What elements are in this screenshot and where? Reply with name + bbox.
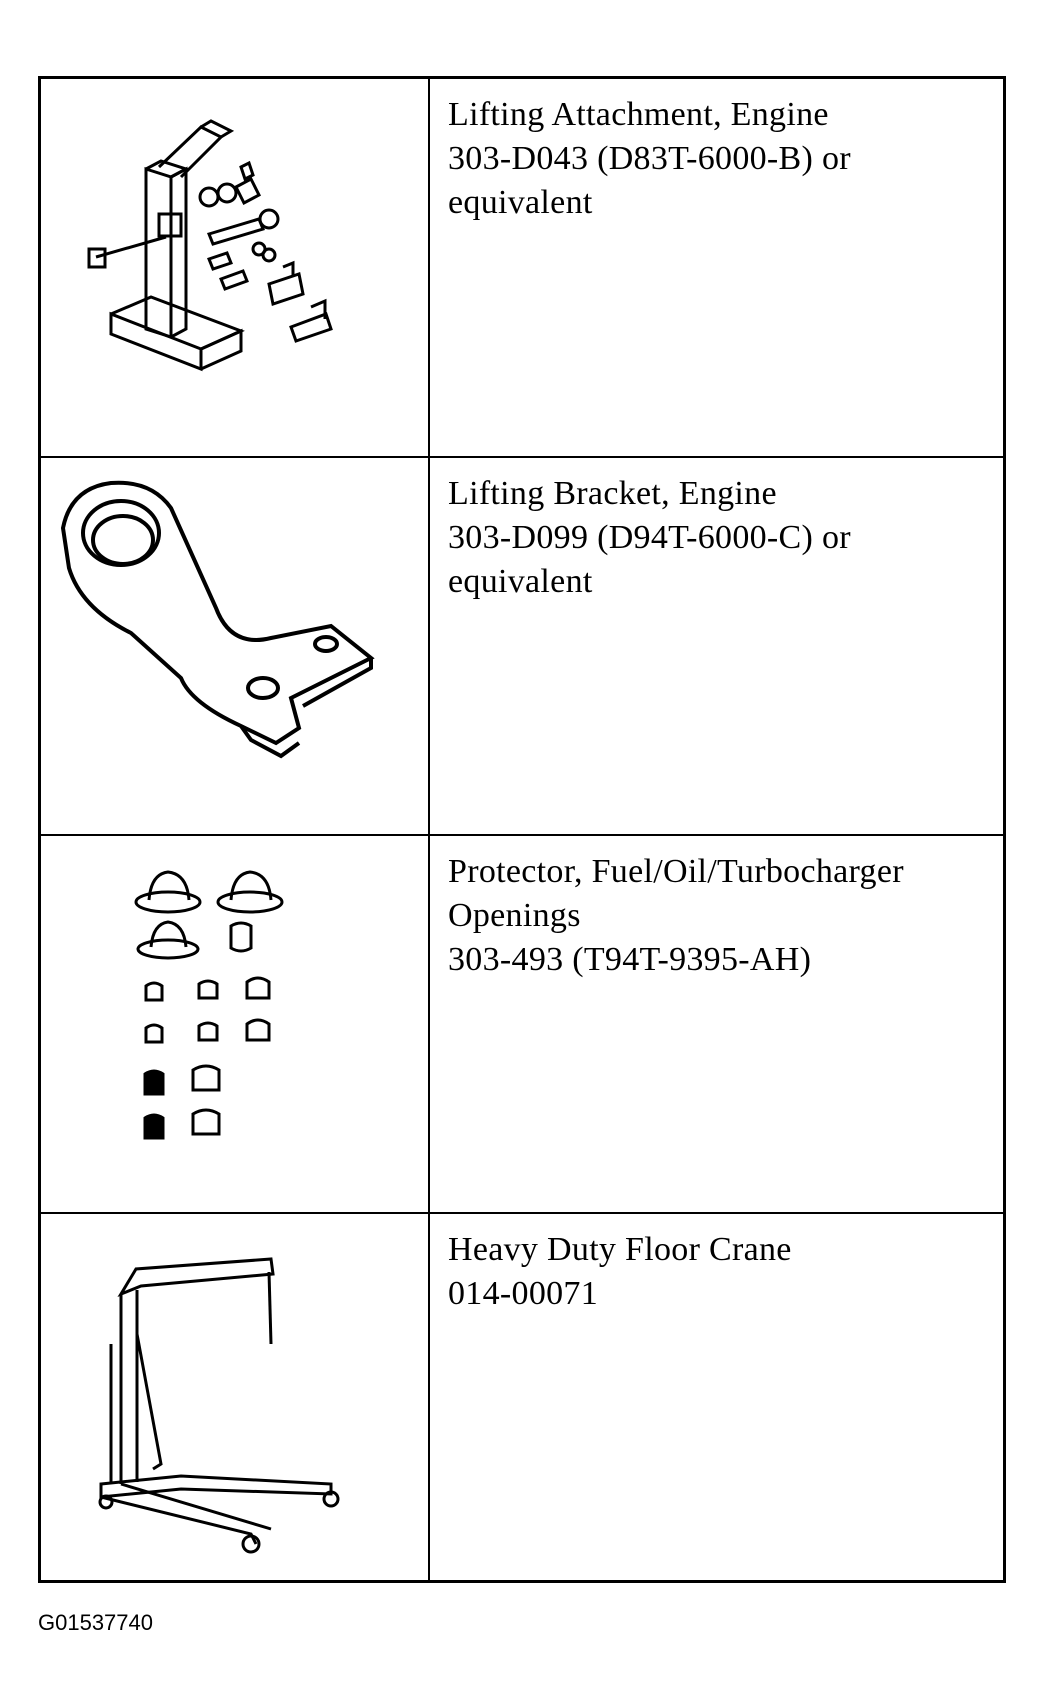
tool-name: Heavy Duty Floor Crane xyxy=(448,1231,792,1268)
tool-note: equivalent xyxy=(448,563,593,600)
tool-illustration-cell xyxy=(41,1214,430,1580)
tool-illustration-cell xyxy=(41,79,430,458)
engine-lifting-attachment-icon xyxy=(87,119,333,372)
special-tools-table: Lifting Attachment, Engine 303-D043 (D83… xyxy=(38,76,1006,1583)
tool-name: Lifting Attachment, Engine xyxy=(448,96,829,133)
tool-note: equivalent xyxy=(448,184,593,221)
tool-description-cell: Protector, Fuel/Oil/Turbocharger Opening… xyxy=(430,836,1003,1214)
tool-number: 014-00071 xyxy=(448,1275,599,1312)
figure-id: G01537740 xyxy=(38,1610,153,1635)
tool-number: 303-D099 (D94T-6000-C) or xyxy=(448,519,851,556)
tool-description-cell: Lifting Bracket, Engine 303-D099 (D94T-6… xyxy=(430,458,1003,836)
opening-protector-caps-icon xyxy=(134,870,284,1140)
tool-number: 303-D043 (D83T-6000-B) or xyxy=(448,140,851,177)
tool-illustration-cell xyxy=(41,458,430,836)
engine-lifting-bracket-icon xyxy=(60,480,375,759)
floor-crane-icon xyxy=(98,1257,340,1554)
tool-name: Protector, Fuel/Oil/Turbocharger xyxy=(448,853,904,890)
tool-note: 303-493 (T94T-9395-AH) xyxy=(448,941,812,978)
tool-description-cell: Lifting Attachment, Engine 303-D043 (D83… xyxy=(430,79,1003,458)
tool-number: Openings xyxy=(448,897,581,934)
tool-illustration-cell xyxy=(41,836,430,1214)
tool-description-cell: Heavy Duty Floor Crane 014-00071 xyxy=(430,1214,1003,1580)
tool-name: Lifting Bracket, Engine xyxy=(448,475,777,512)
